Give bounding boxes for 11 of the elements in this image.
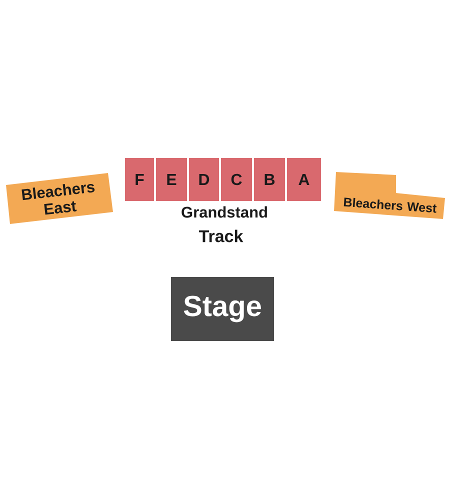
bleacher-section: Bleachers West <box>334 172 445 219</box>
area-label: Grandstand <box>182 206 267 218</box>
stage-block: Stage <box>170 276 275 342</box>
seating-section: D <box>188 157 220 202</box>
seating-section: C <box>220 157 253 202</box>
seating-section: E <box>155 157 188 202</box>
area-label: Track <box>198 230 244 242</box>
seating-section: A <box>286 157 322 202</box>
seating-section: B <box>253 157 286 202</box>
seating-section: F <box>124 157 155 202</box>
bleacher-section: Bleachers East <box>6 173 113 224</box>
